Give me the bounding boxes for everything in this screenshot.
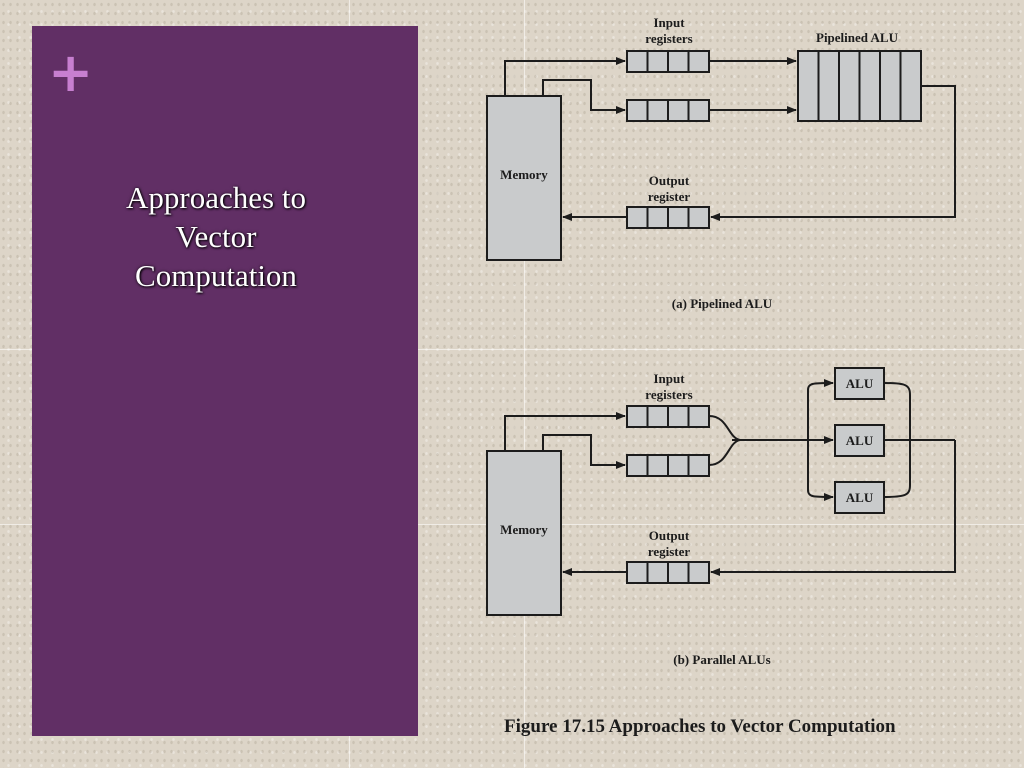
pipelined-alu-label: Pipelined ALU — [816, 30, 899, 45]
alu-1-out — [883, 382, 911, 440]
diagram-b-parallel-alus — [486, 367, 956, 616]
output-register-label-b-1: Output — [649, 528, 690, 543]
memory-label-b: Memory — [500, 522, 548, 537]
alu-box-1 — [834, 367, 885, 400]
arrow-memory-to-input-b1 — [504, 412, 626, 451]
output-register-b — [626, 561, 710, 584]
input-registers-label-b-2: registers — [645, 387, 692, 402]
slide-title-line-3: Computation — [135, 258, 297, 293]
arrow-memory-to-input-a1 — [504, 57, 626, 96]
arrow-memory-to-input-b2 — [542, 434, 626, 469]
alu-label-3: ALU — [846, 490, 874, 505]
output-register-a — [626, 206, 710, 229]
input-registers-label-b-1: Input — [653, 371, 685, 386]
memory-box-b — [486, 450, 562, 616]
arrow-memory-to-input-a2 — [542, 79, 626, 114]
input-register-a2 — [626, 99, 710, 122]
subcaption-b: (b) Parallel ALUs — [673, 652, 771, 667]
arrow-bus-to-alu-1 — [807, 379, 834, 440]
input-register-b2 — [626, 454, 710, 477]
subcaption-a: (a) Pipelined ALU — [672, 296, 773, 311]
alu-label-1: ALU — [846, 376, 874, 391]
figure-caption: Figure 17.15 Approaches to Vector Comput… — [504, 716, 896, 737]
background-gridline — [0, 349, 1024, 350]
memory-label-a: Memory — [500, 167, 548, 182]
arrow-alu-to-output-a — [710, 85, 956, 221]
merge-input-b2 — [708, 439, 741, 466]
alu-box-3 — [834, 481, 885, 514]
output-register-label-a-2: register — [648, 189, 691, 204]
slide-title-line-1: Approaches to — [126, 180, 306, 215]
alu-label-2: ALU — [846, 433, 874, 448]
input-register-b1 — [626, 405, 710, 428]
input-registers-label-a-2: registers — [645, 31, 692, 46]
memory-box-a — [486, 95, 562, 261]
alu-3-out — [883, 440, 911, 498]
arrow-bus-to-alu-3 — [807, 440, 834, 501]
diagram-a-pipelined-alu — [486, 50, 956, 261]
slide-title: Approaches to Vector Computation — [32, 178, 400, 295]
merge-input-b1 — [708, 415, 741, 441]
input-registers-label-a-1: Input — [653, 15, 685, 30]
input-register-a1 — [626, 50, 710, 73]
title-panel — [32, 26, 418, 736]
background-gridline — [524, 0, 525, 768]
output-register-label-a-1: Output — [649, 173, 690, 188]
arrow-alus-to-output-b — [710, 440, 956, 576]
pipelined-alu-box — [797, 50, 922, 122]
plus-icon: + — [48, 41, 94, 104]
slide-title-line-2: Vector — [175, 219, 257, 254]
output-register-label-b-2: register — [648, 544, 691, 559]
